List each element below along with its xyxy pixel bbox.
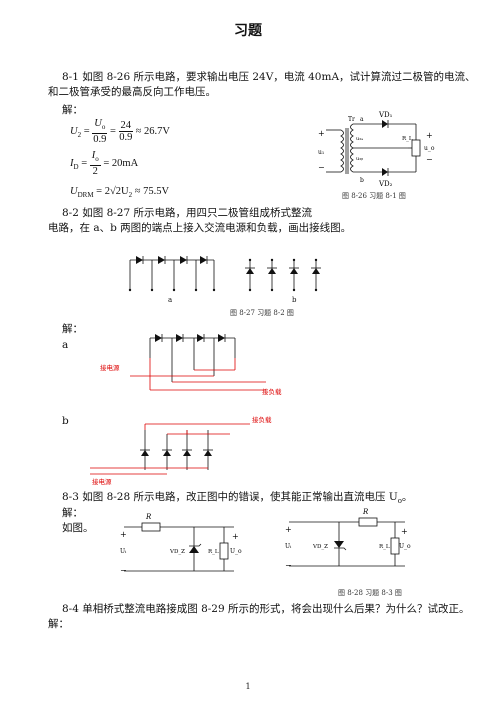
q3-solution-label: 解： bbox=[62, 507, 83, 519]
uo-label: U_o bbox=[230, 548, 242, 555]
page-title: 习题 bbox=[234, 23, 262, 39]
u2a-label: u₂ₐ bbox=[356, 136, 363, 142]
node-b-label: b bbox=[360, 177, 364, 184]
tr-label: Tr bbox=[348, 116, 355, 123]
u1-label: u₁ bbox=[318, 149, 324, 156]
q2-solution-b-label: b bbox=[62, 415, 69, 427]
uo-plus: + bbox=[426, 131, 433, 140]
rl-label: R_L bbox=[208, 549, 219, 555]
q1-text-line1: 8-1 如图 8-26 所示电路，要求输出电压 24V，电流 40mA，试计算流… bbox=[62, 71, 476, 83]
q2-text-line2: 电路，在 a、b 两图的端点上接入交流电源和负载，画出接线图。 bbox=[48, 222, 352, 234]
uo-minus: − bbox=[426, 155, 433, 164]
q3-text-line1: 8-3 如图 8-28 所示电路，改正图中的错误，使其能正常输出直流电压 Uo。 bbox=[62, 491, 413, 506]
uo-label: u_o bbox=[424, 145, 435, 152]
diode-vd2-symbol bbox=[382, 168, 388, 176]
solution-a-wiring bbox=[130, 334, 266, 391]
figure-8-26-circuit: VD₁ VD₂ Tr a b + u₁ − u₂ₐ u₂ᵦ R_L + u_o … bbox=[318, 111, 435, 188]
figure-8-28-caption: 图 8-28 习题 8-3 图 bbox=[338, 589, 402, 597]
figure-8-28-solution-circuit: R + Uᵢ − VD_Z R_L + U_o bbox=[120, 513, 242, 575]
vdz-label: VD_Z bbox=[169, 549, 185, 555]
fig-827-a-label: a bbox=[168, 296, 173, 304]
vd1-label: VD₁ bbox=[378, 111, 393, 119]
ui-label: Uᵢ bbox=[120, 548, 127, 555]
figure-8-27-caption: 图 8-27 习题 8-2 图 bbox=[230, 309, 294, 317]
uo-plus: + bbox=[232, 532, 239, 541]
figure-8-27-diagram bbox=[128, 256, 321, 292]
q1-equation-3: UDRM = 2√2U2 ≈ 75.5V bbox=[70, 186, 170, 200]
uo-plus-orig: + bbox=[401, 527, 408, 536]
solution-b-load-label: 接负载 bbox=[252, 416, 272, 424]
ui-plus-orig: + bbox=[285, 525, 292, 534]
r-label: R bbox=[145, 513, 152, 521]
figure-8-26-caption: 图 8-26 习题 8-1 图 bbox=[342, 192, 406, 200]
q1-text-line2: 和二极管承受的最高反向工作电压。 bbox=[48, 86, 216, 98]
q2-solution-a-label: a bbox=[62, 339, 69, 351]
q1-solution-label: 解： bbox=[62, 104, 83, 116]
solution-a-load-label: 接负载 bbox=[262, 388, 282, 396]
u1-minus: − bbox=[318, 163, 325, 172]
q2-text-line1: 8-2 如图 8-27 所示电路，用四只二极管组成桥式整流 bbox=[62, 207, 313, 219]
q4-text-line1: 8-4 单相桥式整流电路接成图 8-29 所示的形式，将会出现什么后果？为什么？… bbox=[62, 603, 470, 615]
vd2-label: VD₂ bbox=[378, 180, 393, 188]
ui-label-orig: Uᵢ bbox=[285, 543, 292, 550]
q2-solution-label: 解： bbox=[62, 323, 83, 335]
figure-8-28-original-circuit: R + Uᵢ − VD_Z R_L + U_o bbox=[285, 508, 411, 570]
rl-label: R_L bbox=[402, 136, 413, 142]
rl-label-orig: R_L bbox=[379, 544, 390, 550]
u2b-label: u₂ᵦ bbox=[356, 156, 363, 162]
uo-label-orig: U_o bbox=[399, 543, 411, 550]
ui-minus: − bbox=[120, 566, 127, 575]
ui-plus: + bbox=[120, 530, 127, 539]
r-label-orig: R bbox=[362, 508, 369, 516]
node-a-label: a bbox=[360, 116, 364, 123]
q4-solution-label: 解： bbox=[48, 618, 69, 630]
q3-as-figure: 如图。 bbox=[62, 522, 94, 534]
solution-b-wiring bbox=[90, 423, 250, 475]
page-number: 1 bbox=[245, 682, 251, 691]
vdz-label-orig: VD_Z bbox=[312, 544, 328, 550]
fig-827-b-label: b bbox=[292, 296, 297, 304]
solution-a-power-label: 接电源 bbox=[100, 364, 120, 372]
ui-minus-orig: − bbox=[285, 561, 292, 570]
u1-plus: + bbox=[318, 129, 325, 138]
diode-vd1-symbol bbox=[382, 120, 388, 128]
solution-b-power-label: 接电源 bbox=[92, 478, 112, 486]
